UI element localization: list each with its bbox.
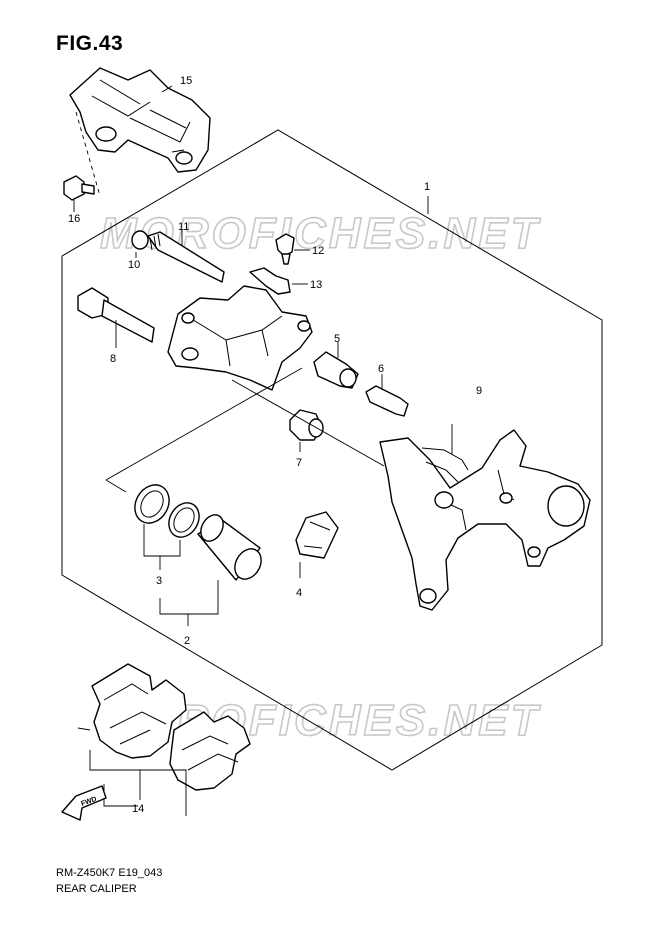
part-5-boot (313, 342, 359, 389)
callout-4: 4 (296, 587, 302, 599)
part-6-pin-bolt (365, 374, 409, 417)
callout-12: 12 (312, 245, 324, 257)
callout-13: 13 (310, 279, 322, 291)
caliper-body (167, 285, 313, 391)
fwd-arrow-icon: FWD (61, 785, 107, 821)
callout-2: 2 (184, 635, 190, 647)
callout-8: 8 (110, 353, 116, 365)
callout-9: 9 (476, 385, 482, 397)
part-10-cap (131, 230, 149, 258)
part-14-brake-pads (77, 663, 251, 816)
callout-11: 11 (178, 221, 189, 233)
callout-16: 16 (68, 213, 80, 225)
part-3-seals (134, 484, 200, 570)
part-12-bleeder (275, 233, 310, 265)
figure-code: RM-Z450K7 E19_043 (56, 867, 163, 879)
part-8-slide-pin (77, 287, 155, 348)
callout-15: 15 (180, 75, 192, 87)
callout-10: 10 (128, 259, 140, 271)
figure-title: FIG.43 (56, 32, 124, 55)
figure-name: REAR CALIPER (56, 883, 137, 895)
part-13-clip (249, 267, 308, 295)
callout-14: 14 (132, 803, 144, 815)
part-11-pin (147, 230, 225, 283)
callout-7: 7 (296, 457, 302, 469)
part-15-bracket (69, 67, 211, 173)
callout-6: 6 (378, 363, 384, 375)
part-16-bolt (63, 175, 95, 212)
callout-1: 1 (424, 181, 430, 193)
assembly-boundary (61, 129, 603, 771)
part-9-bracket (379, 424, 591, 611)
part-4-pad-spring (295, 511, 339, 578)
callout-3: 3 (156, 575, 162, 587)
callout-5: 5 (334, 333, 340, 345)
part-2-piston (159, 514, 262, 626)
part-7-boot (289, 409, 324, 452)
